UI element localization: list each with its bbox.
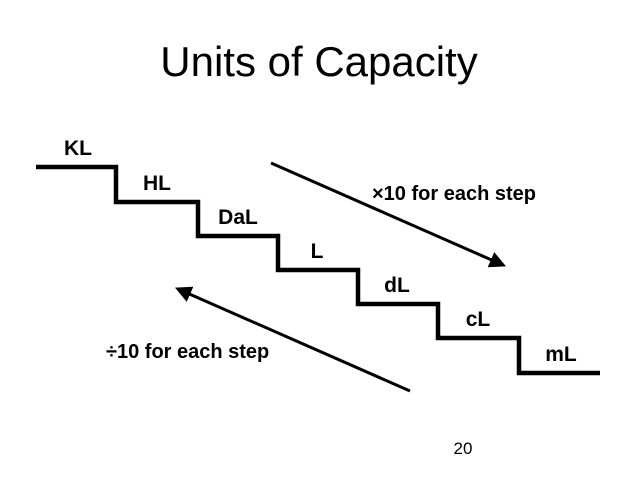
multiply-caption: ×10 for each step	[372, 183, 536, 205]
divide-caption: ÷10 for each step	[106, 341, 270, 363]
unit-label-dal: DaL	[218, 206, 258, 229]
unit-label-dl: dL	[384, 274, 410, 297]
unit-label-kl: KL	[64, 137, 92, 160]
unit-label-hl: HL	[143, 172, 171, 195]
slide-title: Units of Capacity	[160, 38, 478, 85]
page-number: 20	[453, 439, 473, 458]
staircase-line	[36, 164, 600, 376]
unit-label-cl: cL	[465, 308, 491, 331]
multiply-arrow	[270, 161, 507, 268]
unit-label-ml: mL	[545, 343, 577, 366]
unit-label-l: L	[310, 240, 324, 263]
divide-arrow	[174, 286, 411, 393]
